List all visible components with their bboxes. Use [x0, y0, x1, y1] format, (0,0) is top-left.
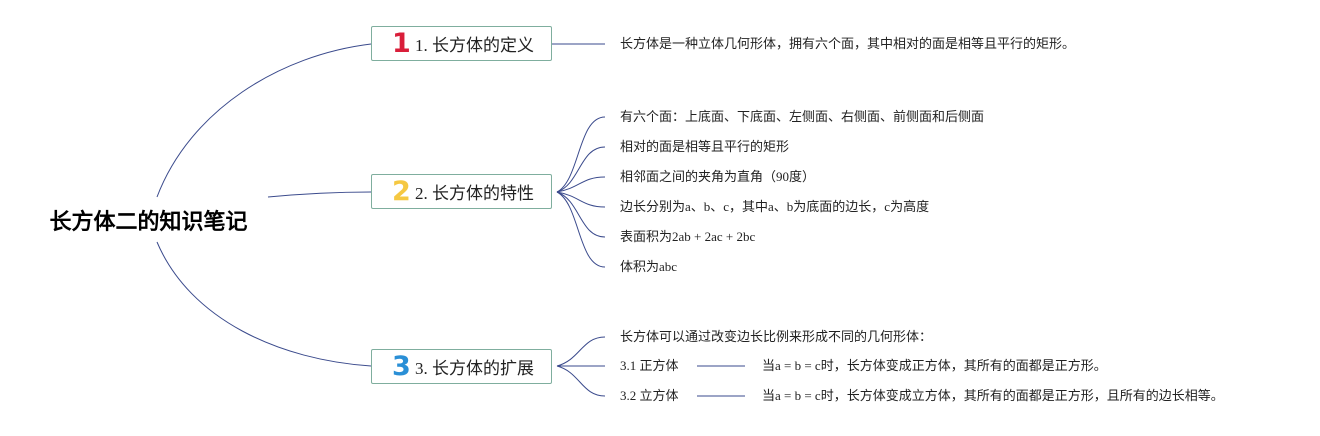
link-b2-leaf-1: [556, 116, 606, 193]
link-b2-leaf-2: [556, 146, 606, 193]
leaf-cube[interactable]: 3.1 正方体: [620, 358, 679, 373]
link-b2-leaf-3: [556, 176, 606, 193]
number-2-icon: 2: [392, 176, 411, 207]
number-3-icon: 3: [392, 351, 411, 382]
central-topic[interactable]: 长方体二的知识笔记: [49, 209, 248, 235]
leaf-right-angle[interactable]: 相邻面之间的夹角为直角（90度）: [620, 169, 816, 184]
leaf-extension-intro[interactable]: 长方体可以通过改变边长比例来形成不同的几何形体：: [620, 329, 933, 344]
leaf-edge-lengths[interactable]: 边长分别为a、b、c，其中a、b为底面的边长，c为高度: [620, 199, 930, 214]
leaf-volume[interactable]: 体积为abc: [620, 259, 678, 274]
detail-cube[interactable]: 当a = b = c时，长方体变成正方体，其所有的面都是正方形。: [762, 358, 1107, 373]
link-b3-leaf-1: [556, 336, 606, 367]
branch-extension[interactable]: 3 3. 长方体的扩展: [371, 349, 552, 384]
branch-label: 2. 长方体的特性: [415, 184, 534, 203]
leaf-cuboid[interactable]: 3.2 立方体: [620, 388, 679, 403]
branch-label: 1. 长方体的定义: [415, 36, 534, 55]
link-central-branch-3: [156, 241, 372, 367]
branch-properties[interactable]: 2 2. 长方体的特性: [371, 174, 552, 209]
link-central-branch-1: [156, 43, 372, 198]
branch-label: 3. 长方体的扩展: [415, 359, 534, 378]
branch-definition[interactable]: 1 1. 长方体的定义: [371, 26, 552, 61]
link-b2-leaf-6: [556, 191, 606, 268]
link-b3-leaf-3: [556, 365, 606, 397]
leaf-definition-text[interactable]: 长方体是一种立体几何形体，拥有六个面，其中相对的面是相等且平行的矩形。: [620, 36, 1076, 51]
link-b2-leaf-5: [556, 191, 606, 238]
detail-cuboid[interactable]: 当a = b = c时，长方体变成立方体，其所有的面都是正方形，且所有的边长相等…: [762, 388, 1224, 403]
link-b2-leaf-4: [556, 191, 606, 208]
leaf-surface-area[interactable]: 表面积为2ab + 2ac + 2bc: [620, 229, 756, 244]
leaf-six-faces[interactable]: 有六个面：上底面、下底面、左侧面、右侧面、前侧面和后侧面: [620, 109, 985, 124]
link-central-branch-2: [267, 191, 372, 198]
number-1-icon: 1: [392, 28, 411, 59]
leaf-opposite-faces[interactable]: 相对的面是相等且平行的矩形: [620, 139, 790, 154]
